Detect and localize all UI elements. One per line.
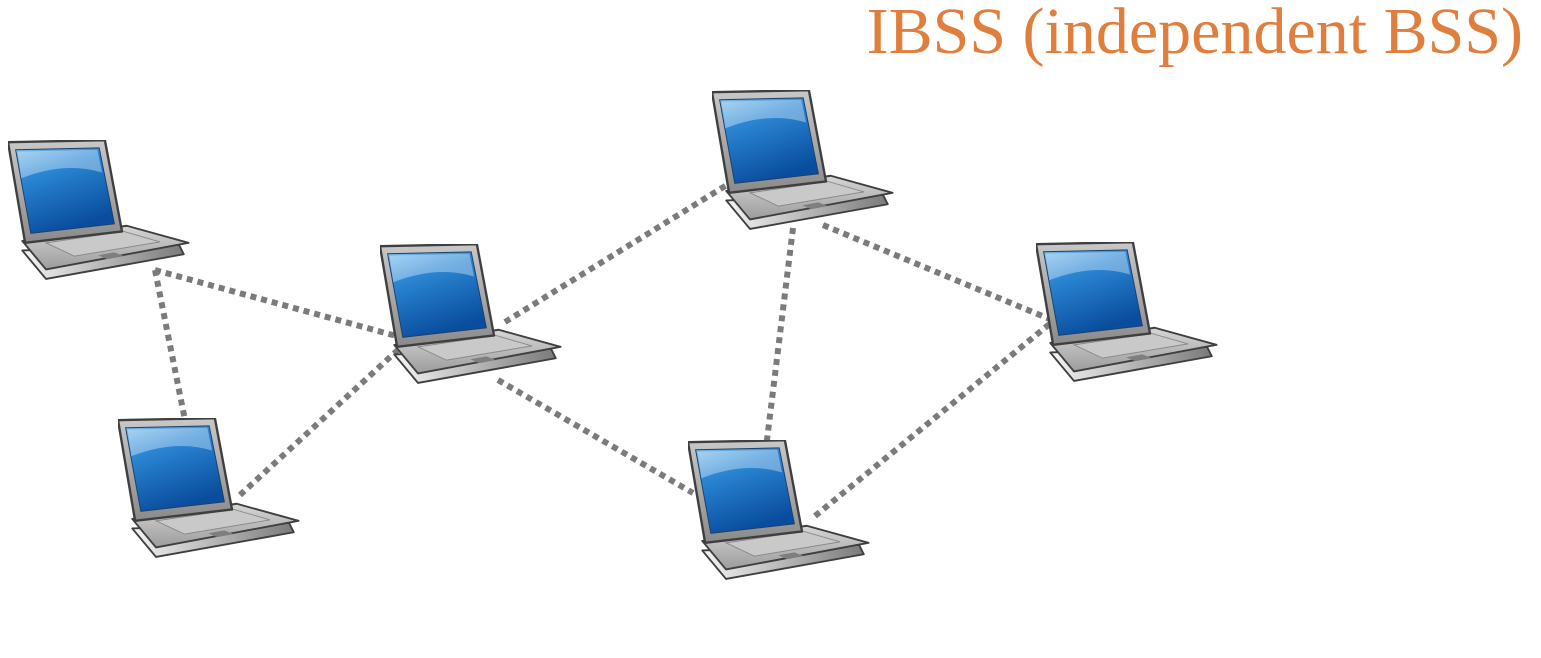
laptop-node-1 — [8, 140, 190, 281]
laptop-icon — [688, 440, 870, 581]
laptop-icon — [380, 244, 562, 385]
link-n3-n4 — [503, 180, 732, 325]
laptop-node-6 — [1036, 242, 1218, 383]
laptop-icon — [118, 418, 300, 559]
nodes-layer — [8, 90, 1218, 581]
laptop-icon — [1036, 242, 1218, 383]
laptop-node-2 — [118, 418, 300, 559]
link-n1-n2 — [152, 269, 188, 421]
link-n3-n5 — [496, 377, 695, 496]
laptop-icon — [712, 90, 894, 231]
laptop-node-5 — [688, 440, 870, 581]
link-n5-n6 — [813, 319, 1054, 519]
laptop-icon — [8, 140, 190, 281]
laptop-node-4 — [712, 90, 894, 231]
link-n4-n6 — [821, 222, 1054, 323]
links-layer — [152, 180, 1054, 519]
link-n1-n3 — [154, 267, 401, 340]
laptop-node-3 — [380, 244, 562, 385]
diagram-title: IBSS (independent BSS) — [866, 0, 1523, 68]
link-n4-n5 — [763, 227, 796, 449]
link-n2-n3 — [237, 345, 403, 498]
